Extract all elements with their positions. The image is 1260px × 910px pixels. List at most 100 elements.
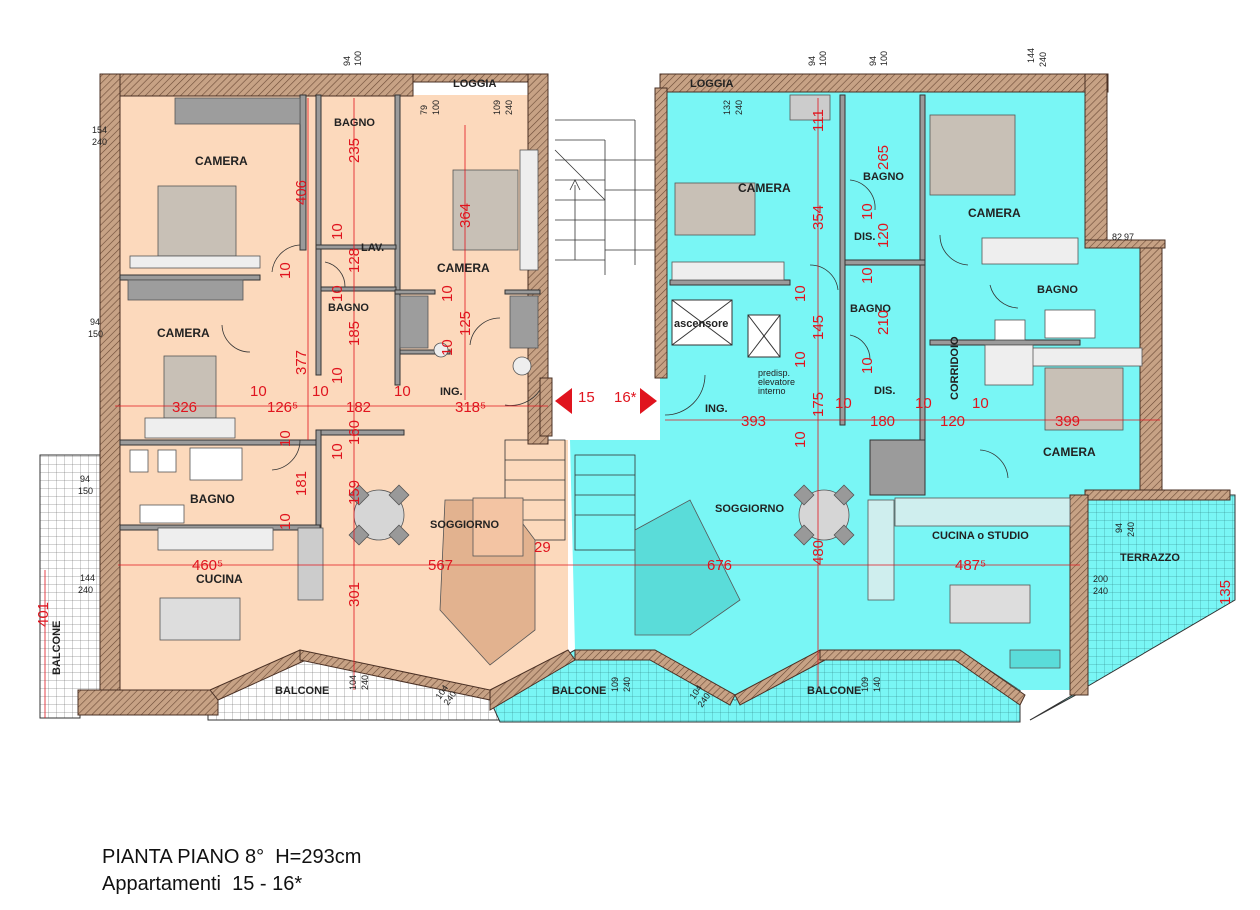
dimension-label: 265 (875, 145, 892, 170)
dimension-label: 10 (792, 431, 809, 448)
window-size-label: 82 (1112, 232, 1122, 242)
dimension-label: 10 (277, 513, 294, 530)
dimension-label: 10 (250, 383, 267, 400)
window-size-label: 94 (90, 317, 100, 327)
apartment-number-16: 16* (614, 389, 637, 406)
window-size-label: 100 (818, 51, 828, 66)
dimension-label: 364 (457, 203, 474, 228)
dimension-label: 326 (172, 399, 197, 416)
dimension-label: 135 (1217, 580, 1234, 605)
doors (221, 179, 1019, 479)
dimension-label: 180 (870, 413, 895, 430)
room-label-corridoio: CORRIDOIO (949, 336, 961, 400)
room-label-balcone: BALCONE (552, 685, 606, 697)
window-size-label: 109 (610, 677, 620, 692)
room-label-bagno: BAGNO (850, 303, 891, 315)
inner-walls (119, 94, 1081, 531)
dimension-label: 185 (346, 321, 363, 346)
note-predisp: predisp. (758, 368, 790, 378)
window-size-label: 94 (807, 56, 817, 66)
dimension-label: 399 (1055, 413, 1080, 430)
window-size-label: 100 (879, 51, 889, 66)
window-size-label: 240 (1093, 586, 1108, 596)
room-label-bagno: BAGNO (1037, 284, 1078, 296)
window-size-label: 109 (860, 677, 870, 692)
window-size-label: 150 (88, 329, 103, 339)
dimension-label: 393 (741, 413, 766, 430)
dimension-label: 480 (810, 540, 827, 565)
room-label-bagno: BAGNO (328, 302, 369, 314)
dimension-label: 120 (875, 223, 892, 248)
dimension-label: 10 (859, 357, 876, 374)
room-label-balcone: BALCONE (51, 621, 63, 675)
dimension-label: 160 (346, 420, 363, 445)
dimension-label: 10 (394, 383, 411, 400)
note-predisp: interno (758, 386, 786, 396)
room-label-camera: CAMERA (968, 206, 1021, 220)
room-label-loggia: LOGGIA (690, 78, 733, 90)
window-size-label: 240 (360, 675, 370, 690)
dimension-label: 10 (277, 430, 294, 447)
dimension-label: 175 (810, 392, 827, 417)
outer-walls (77, 73, 1231, 716)
window-size-label: 200 (1093, 574, 1108, 584)
dimension-label: 210 (875, 310, 892, 335)
dimension-label: 567 (428, 557, 453, 574)
dimension-lines (44, 98, 1160, 718)
room-label-lav: LAV. (361, 242, 384, 254)
plan-title: PIANTA PIANO 8° H=293cm (102, 846, 362, 868)
window-size-label: 150 (78, 486, 93, 496)
dimension-label: 10 (972, 395, 989, 412)
window-size-label: 100 (353, 51, 363, 66)
room-label-camera: CAMERA (157, 326, 210, 340)
apartment-markers: 15 16* (555, 388, 657, 414)
room-label-camera: CAMERA (1043, 445, 1096, 459)
dimension-label: 10 (329, 367, 346, 384)
dimension-label: 182 (346, 399, 371, 416)
dimension-label: 318⁵ (455, 399, 486, 416)
room-label-camera: CAMERA (738, 181, 791, 195)
dimension-label: 10 (277, 262, 294, 279)
dimension-label: 235 (346, 138, 363, 163)
window-size-label: 100 (431, 100, 441, 115)
window-size-label: 240 (734, 100, 744, 115)
room-label-terrazzo: TERRAZZO (1120, 552, 1180, 564)
room-label-cucina: CUCINA (196, 572, 243, 586)
room-label-dis: DIS. (854, 231, 875, 243)
window-size-label: 132 (722, 100, 732, 115)
dimension-label: 145 (810, 315, 827, 340)
window-size-label: 94 (342, 56, 352, 66)
window-size-label: 94 (868, 56, 878, 66)
dimension-label: 377 (293, 350, 310, 375)
room-label-ing: ING. (440, 386, 463, 398)
dimension-label: 10 (329, 223, 346, 240)
room-labels: CAMERA CAMERA CAMERA CAMERA CAMERA CAMER… (51, 78, 1180, 697)
room-label-dis: DIS. (874, 385, 895, 397)
elevator (671, 299, 781, 358)
dimension-label: 10 (859, 267, 876, 284)
stair-core (504, 95, 660, 551)
room-label-camera: CAMERA (437, 261, 490, 275)
plan-subtitle: Appartamenti 15 - 16* (102, 873, 303, 895)
arrow-left-icon (555, 388, 572, 414)
room-label-cucina-studio: CUCINA o STUDIO (932, 530, 1029, 542)
window-size-label: 240 (1126, 522, 1136, 537)
window-size-label: 104 (348, 675, 358, 690)
dimension-label: 10 (792, 351, 809, 368)
room-label-balcone: BALCONE (275, 685, 329, 697)
room-label-bagno: BAGNO (863, 171, 904, 183)
window-size-label: 94 (80, 474, 90, 484)
dimension-label: 460⁵ (192, 557, 223, 574)
dimension-label: 10 (312, 383, 329, 400)
dimension-label: 111 (810, 109, 827, 132)
dimension-label: 125 (457, 311, 474, 336)
apartment-number-15: 15 (578, 389, 595, 406)
note-predisp: elevatore (758, 377, 795, 387)
dimension-labels: 406 377 326 126⁵ 182 318⁵ 364 235 128 18… (35, 109, 1234, 627)
dimension-label: 487⁵ (955, 557, 986, 574)
dimension-label: 354 (810, 205, 827, 230)
room-label-loggia: LOGGIA (453, 78, 496, 90)
window-size-label: 240 (92, 137, 107, 147)
dimension-label: 301 (346, 582, 363, 607)
